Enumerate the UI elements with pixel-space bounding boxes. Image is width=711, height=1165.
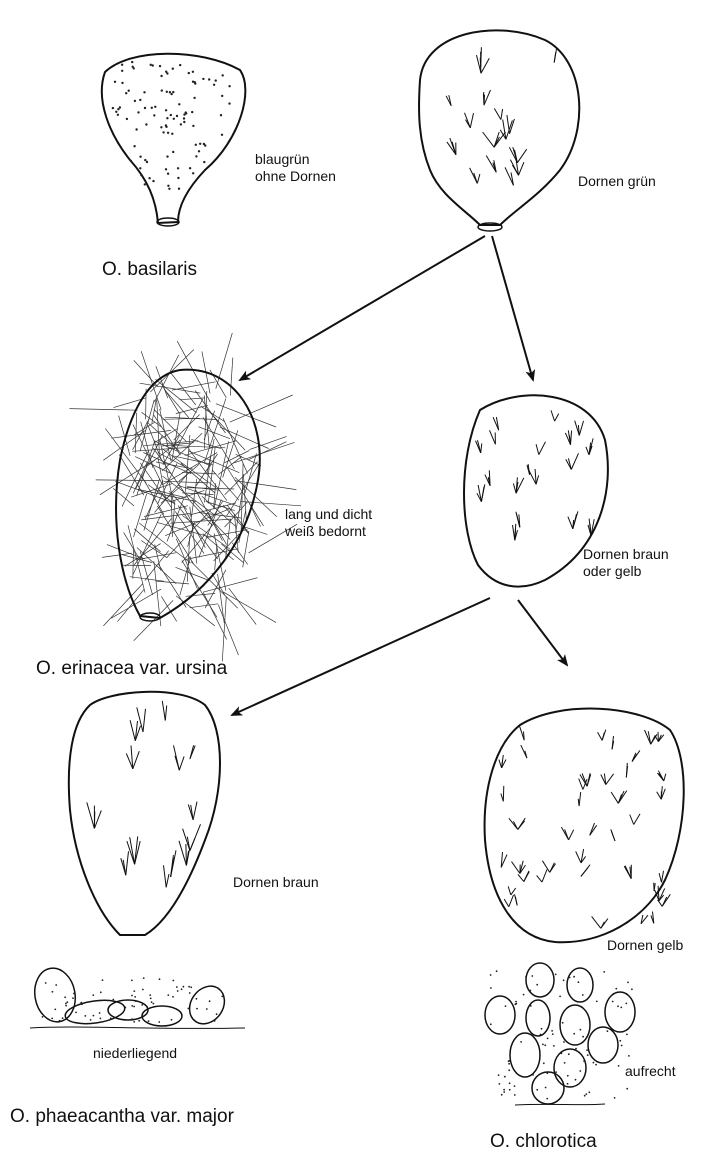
species-label-ursina: O. erinacea var. ursina — [36, 657, 227, 681]
habit-prostrate-sketch — [30, 965, 245, 1031]
pad-chlorotica — [485, 709, 684, 943]
species-label-chlorotica: O. chlorotica — [490, 1130, 597, 1154]
brown-yellow-note-1: Dornen braun — [583, 546, 669, 564]
arrow-to-chlorotica — [518, 600, 567, 665]
arrow-to-phaeacantha — [232, 598, 490, 715]
species-label-basilaris: O. basilaris — [102, 258, 197, 282]
habit-erect-label: aufrecht — [625, 1063, 676, 1081]
pad-ursina — [70, 333, 302, 661]
basilaris-note-spineless: ohne Dornen — [255, 168, 336, 186]
species-label-phaeacantha: O. phaeacantha var. major — [10, 1105, 234, 1129]
ursina-note-white: weiß bedornt — [285, 523, 366, 541]
green-spines-note: Dornen grün — [578, 173, 656, 191]
habit-erect-sketch — [485, 963, 635, 1105]
arrow-to-ursina — [240, 236, 485, 380]
ursina-note-long: lang und dicht — [285, 506, 372, 524]
basilaris-note-color: blaugrün — [255, 151, 310, 169]
pad-basilaris — [102, 54, 246, 226]
brown-yellow-note-2: oder gelb — [583, 563, 641, 581]
arrow-to-brown-yellow — [492, 236, 533, 380]
habit-prostrate-label: niederliegend — [93, 1045, 177, 1063]
phaeacantha-note: Dornen braun — [233, 874, 319, 892]
chlorotica-note: Dornen gelb — [607, 937, 683, 955]
pad-green-spines — [419, 30, 579, 231]
pad-phaeacantha — [69, 692, 220, 935]
